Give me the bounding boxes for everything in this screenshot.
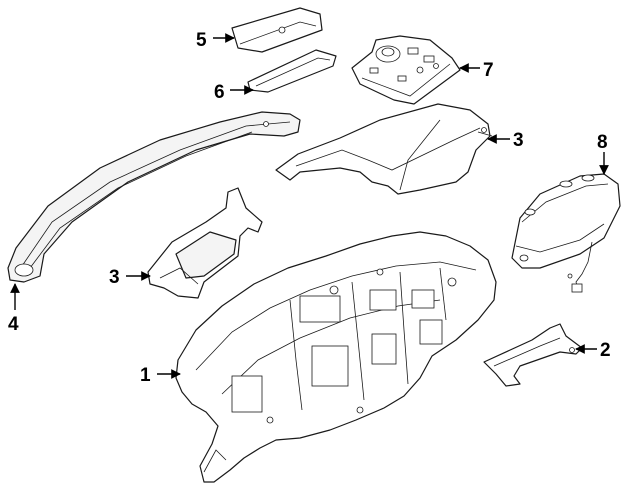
callout-2: 2 (600, 340, 611, 361)
callout-5: 5 (196, 30, 207, 51)
callout-8: 8 (597, 132, 608, 153)
callout-4: 4 (8, 314, 19, 335)
callout-6: 6 (214, 82, 225, 103)
part-4-defroster-trim (7, 111, 301, 283)
part-7-control-module (351, 35, 461, 105)
part-3-upper-cover (275, 103, 493, 195)
callout-7: 7 (483, 60, 494, 81)
callout-3-lower: 3 (109, 267, 120, 288)
callout-1: 1 (140, 365, 151, 386)
part-2-support-bracket (483, 323, 583, 387)
callout-3-upper: 3 (513, 130, 524, 151)
part-1-panel-frame (175, 231, 497, 483)
part-6-trim-strip (247, 49, 337, 93)
part-5-glove-box-lid (231, 7, 323, 53)
part-3-center-bezel (147, 187, 263, 299)
part-8-airbag-module (511, 173, 621, 293)
